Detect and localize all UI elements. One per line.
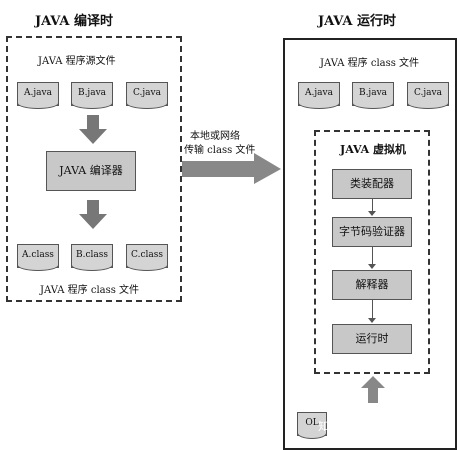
class-file-c: C.class	[126, 244, 168, 271]
class-files-caption: JAVA 程序 class 文件	[40, 285, 140, 296]
arrowhead-icon	[368, 318, 376, 323]
flow-connector	[372, 199, 373, 215]
down-arrow-icon	[79, 115, 107, 144]
class-file-b: B.class	[71, 244, 113, 271]
flow-connector	[372, 247, 373, 268]
runtime-file-a: A.java	[298, 82, 340, 109]
arrowhead-icon	[368, 264, 376, 269]
transfer-label-line2: 传输 class 文件	[184, 145, 256, 156]
runtime-title: JAVA 运行时	[318, 14, 396, 29]
up-arrow-icon	[361, 376, 385, 403]
watermark-text: 知乎 @Java架构笔记	[318, 420, 422, 433]
source-file-a: A.java	[17, 82, 59, 109]
interpreter-box: 解释器	[332, 270, 412, 300]
class-file-a: A.class	[17, 244, 59, 271]
transfer-arrow-icon	[182, 153, 281, 184]
runtime-box: 运行时	[332, 324, 412, 354]
class-loader-box: 类装配器	[332, 169, 412, 199]
jvm-title: JAVA 虚拟机	[340, 143, 406, 156]
source-files-caption: JAVA 程序源文件	[38, 56, 116, 67]
down-arrow-icon	[79, 200, 107, 229]
jvm-frame	[314, 130, 430, 374]
compile-time-title: JAVA 编译时	[35, 14, 113, 29]
runtime-file-b: B.java	[352, 82, 394, 109]
source-file-c: C.java	[126, 82, 168, 109]
java-compiler-box: JAVA 编译器	[46, 151, 136, 191]
runtime-class-caption: JAVA 程序 class 文件	[320, 58, 420, 69]
flow-connector	[372, 300, 373, 322]
source-file-b: B.java	[71, 82, 113, 109]
arrowhead-icon	[368, 211, 376, 216]
runtime-file-c: C.java	[407, 82, 449, 109]
transfer-label-line1: 本地或网络	[190, 131, 240, 142]
bytecode-verifier-box: 字节码验证器	[332, 217, 412, 247]
compile-time-frame	[6, 36, 182, 302]
